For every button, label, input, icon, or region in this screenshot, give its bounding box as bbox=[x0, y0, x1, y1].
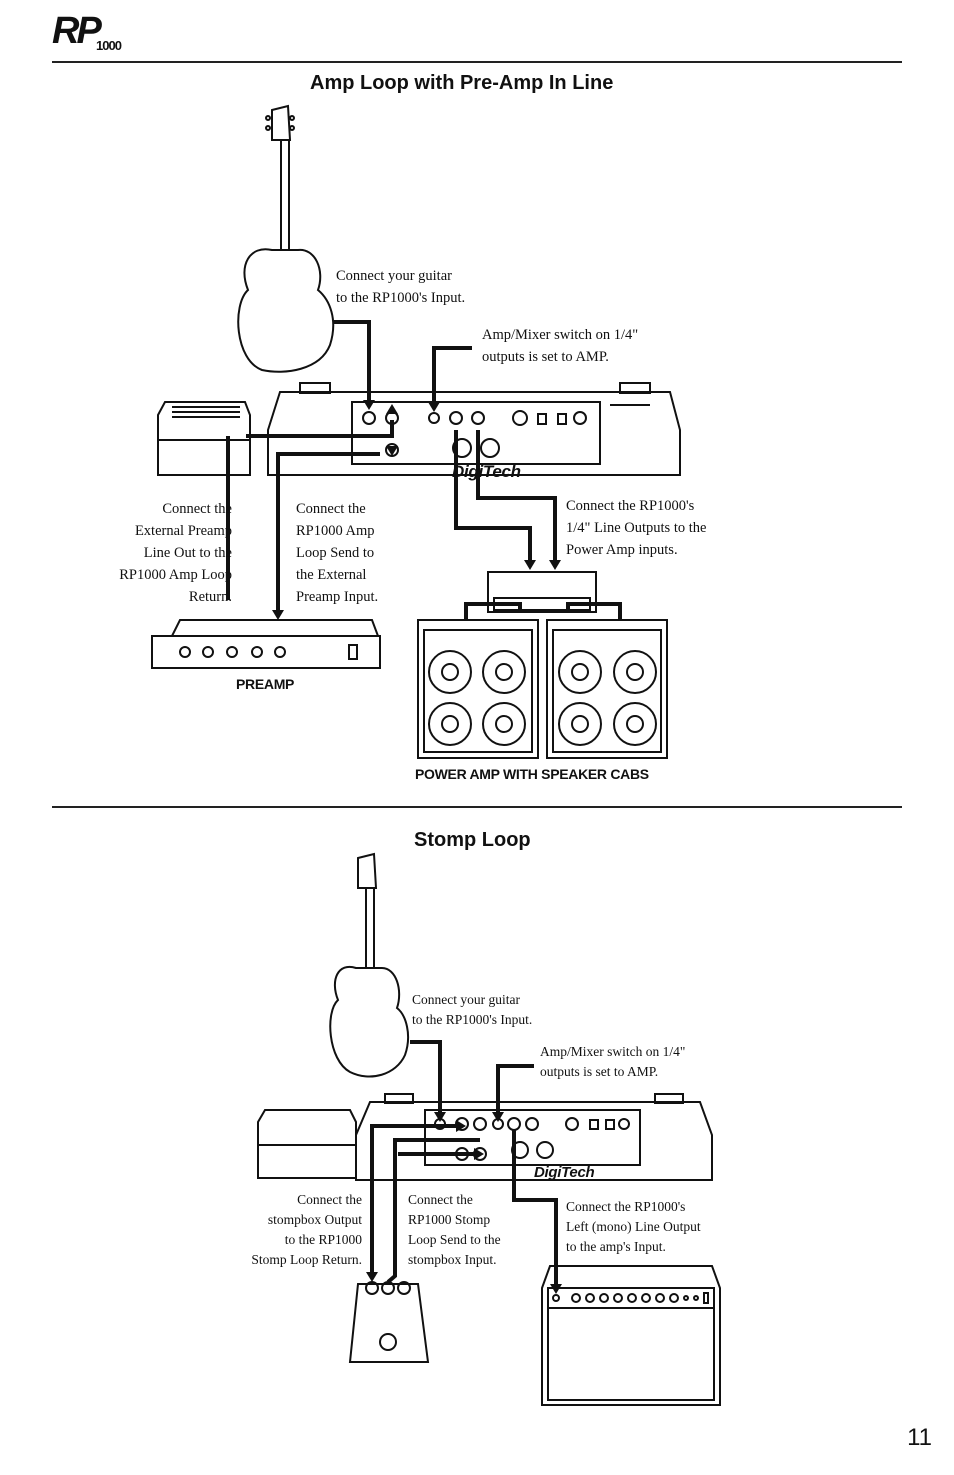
section2-arrowheads bbox=[366, 1112, 562, 1294]
brand-label-unit2: DigiTech bbox=[534, 1164, 595, 1181]
caption-line-outputs: Connect the RP1000's 1/4" Line Outputs t… bbox=[566, 498, 707, 558]
section1-title: Amp Loop with Pre-Amp In Line bbox=[310, 72, 614, 94]
stompbox-pedal bbox=[348, 1281, 430, 1363]
section2-cables bbox=[370, 1040, 558, 1290]
caption-amp-mixer-switch-1: Amp/Mixer switch on 1/4" outputs is set … bbox=[482, 327, 639, 365]
caption-stomp-send: Connect the RP1000 Stomp Loop Send to th… bbox=[408, 1192, 501, 1267]
brand-label-unit1: DigiTech bbox=[452, 462, 521, 481]
caption-external-preamp-return: Connect the External Preamp Line Out to … bbox=[119, 501, 232, 605]
caption-guitar-input-1: Connect your guitar to the RP1000's Inpu… bbox=[336, 268, 466, 306]
speaker-cabinet-right bbox=[546, 619, 668, 759]
guitar-1 bbox=[237, 104, 335, 373]
caption-stomp-return: Connect the stompbox Output to the RP100… bbox=[251, 1192, 362, 1267]
preamp-label: PREAMP bbox=[236, 676, 295, 692]
page-number: 11 bbox=[907, 1424, 932, 1451]
section1-arrowheads bbox=[272, 400, 561, 620]
section-divider bbox=[52, 806, 902, 808]
expression-pedal-2 bbox=[257, 1109, 357, 1179]
guitar-2 bbox=[329, 852, 409, 1078]
speaker-cabinet-left bbox=[417, 619, 539, 759]
rack-preamp bbox=[151, 619, 381, 669]
expression-pedal-1 bbox=[157, 401, 251, 476]
logo-number: 1000 bbox=[96, 38, 122, 53]
section2-title: Stomp Loop bbox=[414, 829, 531, 851]
caption-left-line-output: Connect the RP1000's Left (mono) Line Ou… bbox=[566, 1199, 701, 1254]
caption-guitar-input-2: Connect your guitar to the RP1000's Inpu… bbox=[412, 992, 533, 1027]
power-amp-label: POWER AMP WITH SPEAKER CABS bbox=[415, 766, 649, 782]
header-rule bbox=[52, 61, 902, 63]
section1-cables bbox=[226, 320, 622, 620]
caption-amp-loop-send: Connect the RP1000 Amp Loop Send to the … bbox=[296, 501, 379, 605]
rp1000-logo: RP 1000 bbox=[52, 12, 132, 58]
caption-amp-mixer-switch-2: Amp/Mixer switch on 1/4" outputs is set … bbox=[540, 1044, 686, 1079]
combo-amp bbox=[541, 1265, 721, 1406]
logo-letters: RP bbox=[52, 10, 102, 52]
